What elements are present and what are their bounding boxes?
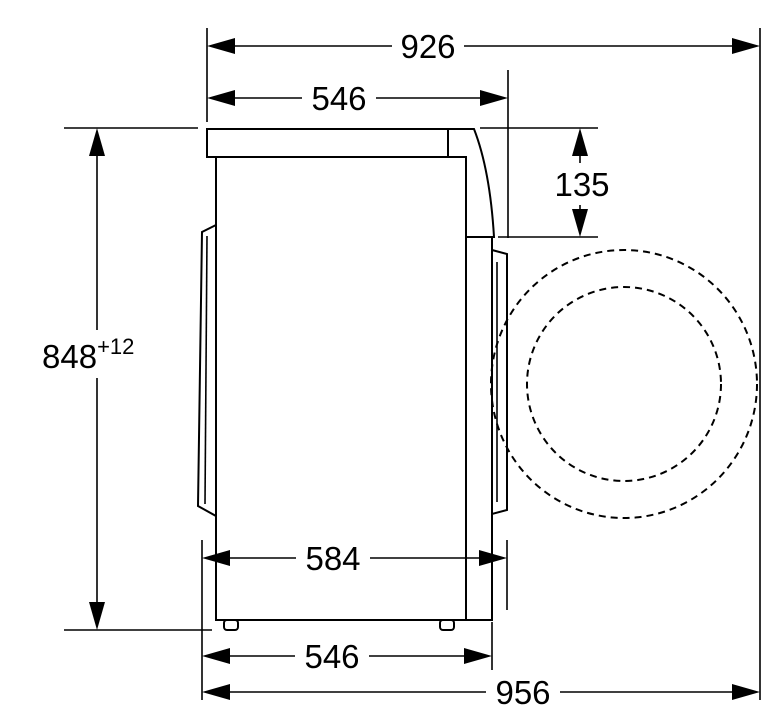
- dim-135-arrow-up: [572, 128, 588, 156]
- dim-584-arrow-right: [479, 550, 507, 566]
- dimension-584: 584: [202, 540, 507, 577]
- dimension-926: 926: [207, 28, 760, 65]
- machine-outline: [196, 128, 508, 631]
- dim-546-bottom-arrow-left: [202, 648, 230, 664]
- rear-cover: [196, 223, 217, 518]
- dimension-546-top: 546: [207, 80, 508, 117]
- dim-135-arrow-down: [572, 209, 588, 237]
- dim-848-arrow-up: [89, 128, 105, 156]
- dim-956-arrow-left: [202, 684, 230, 700]
- dim-546-top-label: 546: [311, 80, 366, 117]
- dim-546-bottom-label: 546: [304, 638, 359, 675]
- dim-848-tolerance: +12: [97, 334, 134, 359]
- dim-546-top-arrow-left: [207, 90, 235, 106]
- dim-926-label: 926: [400, 28, 455, 65]
- dim-584-arrow-left: [202, 550, 230, 566]
- door-swing: [490, 249, 758, 519]
- dimension-135: 135: [554, 128, 610, 237]
- door-swing-outer-circle: [490, 249, 758, 519]
- dim-848-arrow-down: [89, 602, 105, 630]
- dim-848-value: 848: [42, 338, 97, 375]
- cabinet: [215, 156, 467, 621]
- dim-926-arrow-right: [732, 38, 760, 54]
- dim-956-label: 956: [495, 674, 550, 711]
- dim-584-label: 584: [305, 540, 360, 577]
- dim-956-arrow-right: [732, 684, 760, 700]
- door-closed: [491, 248, 508, 516]
- foot-front: [439, 619, 455, 631]
- dimension-546-bottom: 546: [202, 638, 492, 675]
- dim-546-top-arrow-right: [480, 90, 508, 106]
- dim-926-arrow-left: [207, 38, 235, 54]
- dimension-848: 848+12: [42, 128, 134, 630]
- dimension-956: 956: [202, 674, 760, 711]
- foot-rear: [223, 619, 239, 631]
- dim-135-label: 135: [554, 166, 609, 203]
- door-swing-inner-circle: [526, 286, 722, 482]
- rear-cover-inner-line: [204, 235, 208, 505]
- dim-848-label: 848+12: [42, 334, 134, 375]
- dim-546-bottom-arrow-right: [464, 648, 492, 664]
- worktop: [206, 128, 449, 158]
